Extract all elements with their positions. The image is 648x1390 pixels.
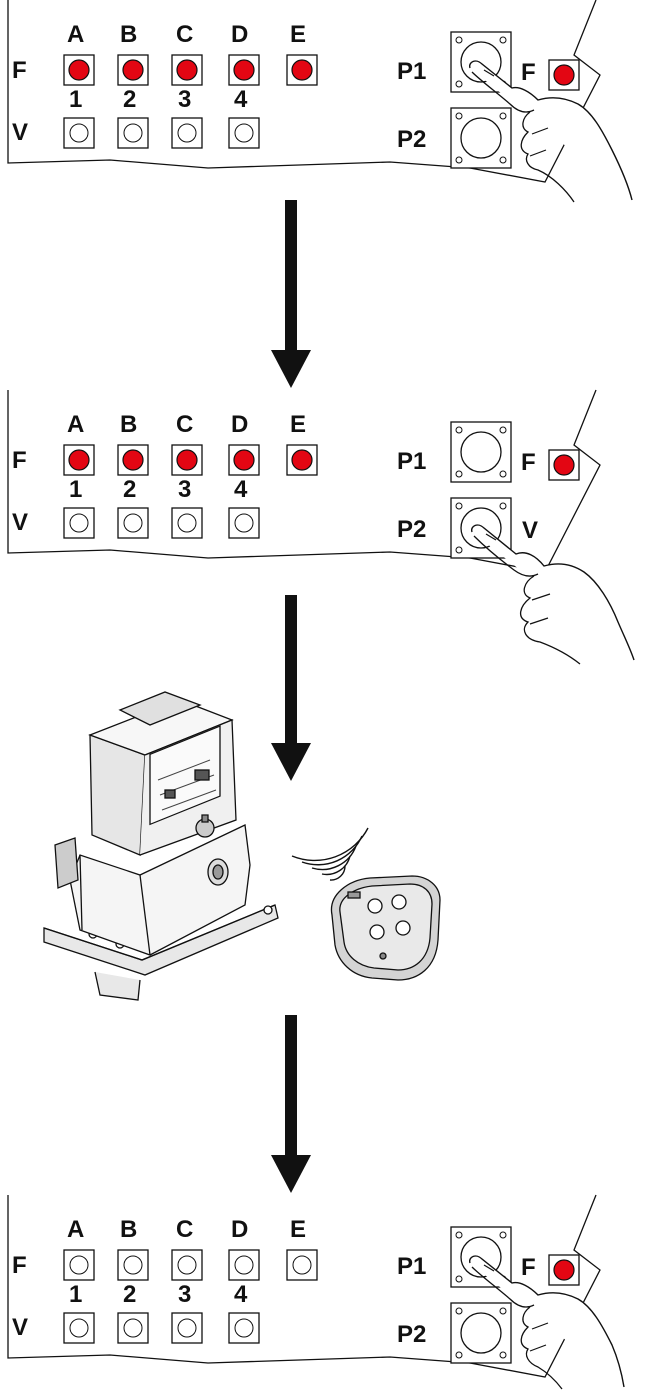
v-column-label-1: 1	[69, 476, 82, 503]
gate-motor-and-remote-illustration	[43, 691, 441, 1001]
v-column-label-2: 2	[123, 476, 136, 503]
p1-push-button[interactable]	[450, 421, 512, 483]
f-column-label-d: D	[231, 1216, 248, 1243]
f-led-c	[176, 449, 198, 471]
down-arrow-icon	[271, 200, 311, 388]
f-column-label-b: B	[120, 1216, 137, 1243]
down-arrow-icon	[271, 1015, 311, 1193]
v-led-1	[69, 123, 89, 143]
v-column-label-4: 4	[234, 476, 248, 503]
f-column-label-d: D	[231, 411, 248, 438]
p1-label: P1	[397, 58, 426, 85]
v-column-label-2: 2	[123, 1281, 136, 1308]
v-led-2	[123, 1318, 143, 1338]
f-column-label-c: C	[176, 21, 193, 48]
f-column-label-c: C	[176, 1216, 193, 1243]
control-panel-step-1: F V A B C D E 1 2 3 4 P1 P2	[7, 0, 633, 203]
panel-outline	[7, 389, 601, 573]
f-led-b	[122, 59, 144, 81]
f-column-label-a: A	[67, 1216, 84, 1243]
v-column-label-3: 3	[178, 1281, 191, 1308]
v-column-label-2: 2	[123, 86, 136, 113]
v-row-label: V	[12, 509, 28, 536]
v-column-label-1: 1	[69, 86, 82, 113]
v-led-3	[177, 1318, 197, 1338]
v-led-1	[69, 513, 89, 533]
f-led-d	[233, 59, 255, 81]
status-led	[553, 64, 575, 86]
f-led-c	[176, 59, 198, 81]
gate-motor-icon	[43, 691, 279, 1001]
v-row-label: V	[12, 119, 28, 146]
f-column-label-e: E	[290, 411, 306, 438]
f-led-b	[122, 449, 144, 471]
control-panel-step-2: F V A B C D E 1 2 3 4 P1 P2	[7, 389, 635, 665]
v-led-2	[123, 513, 143, 533]
f-column-label-c: C	[176, 411, 193, 438]
control-panel-step-4: F V A B C D E 1 2 3 4 P1 P2	[7, 1194, 625, 1390]
radio-waves-icon	[291, 827, 369, 881]
f-column-label-e: E	[290, 21, 306, 48]
f-led-d	[234, 1255, 254, 1275]
status-led	[553, 1259, 575, 1281]
hand-pressing-p1-icon	[469, 1255, 625, 1390]
f-row-label: F	[12, 447, 27, 474]
status-v-label: V	[522, 517, 538, 544]
v-column-label-3: 3	[178, 476, 191, 503]
status-led	[553, 454, 575, 476]
f-led-a	[68, 59, 90, 81]
f-column-label-b: B	[120, 21, 137, 48]
v-led-4	[234, 123, 254, 143]
down-arrow-icon	[271, 595, 311, 781]
v-row-label: V	[12, 1314, 28, 1341]
f-column-label-b: B	[120, 411, 137, 438]
f-led-c	[177, 1255, 197, 1275]
status-f-label: F	[521, 449, 536, 476]
f-row-label: F	[12, 57, 27, 84]
f-column-label-a: A	[67, 411, 84, 438]
p2-label: P2	[397, 126, 426, 153]
f-column-label-e: E	[290, 1216, 306, 1243]
f-led-d	[233, 449, 255, 471]
p1-label: P1	[397, 1253, 426, 1280]
f-led-a	[69, 1255, 89, 1275]
p1-label: P1	[397, 448, 426, 475]
p2-push-button[interactable]	[450, 107, 512, 169]
v-led-2	[123, 123, 143, 143]
f-led-b	[123, 1255, 143, 1275]
v-column-label-3: 3	[178, 86, 191, 113]
status-f-label: F	[521, 1254, 536, 1281]
v-led-3	[177, 123, 197, 143]
p2-label: P2	[397, 1321, 426, 1348]
f-row-label: F	[12, 1252, 27, 1279]
hand-pressing-p2-icon	[471, 524, 635, 665]
status-f-label: F	[521, 59, 536, 86]
v-led-4	[234, 1318, 254, 1338]
v-column-label-4: 4	[234, 1281, 248, 1308]
f-led-a	[68, 449, 90, 471]
f-led-e	[291, 449, 313, 471]
v-column-label-4: 4	[234, 86, 248, 113]
v-column-label-1: 1	[69, 1281, 82, 1308]
f-column-label-d: D	[231, 21, 248, 48]
v-led-1	[69, 1318, 89, 1338]
f-led-e	[292, 1255, 312, 1275]
remote-control-icon[interactable]	[330, 875, 441, 981]
panel-outline	[7, 1194, 601, 1378]
panel-outline	[7, 0, 601, 183]
v-led-4	[234, 513, 254, 533]
p2-push-button[interactable]	[450, 1302, 512, 1364]
f-column-label-a: A	[67, 21, 84, 48]
hand-pressing-p1-icon	[469, 60, 633, 203]
f-led-e	[291, 59, 313, 81]
p2-label: P2	[397, 516, 426, 543]
v-led-3	[177, 513, 197, 533]
